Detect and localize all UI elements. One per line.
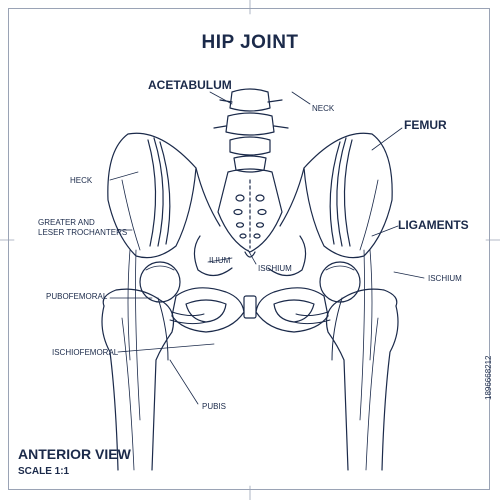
label-heck: HECK bbox=[70, 176, 93, 185]
label-neck: NECK bbox=[312, 104, 335, 113]
label-acetabulum: ACETABULUM bbox=[148, 78, 232, 92]
leader-lines bbox=[109, 91, 425, 405]
label-trochanters: GREATER AND LESER TROCHANTERS bbox=[38, 218, 128, 237]
view-caption: ANTERIOR VIEW bbox=[18, 446, 131, 462]
right-femur bbox=[325, 249, 399, 471]
right-ilium bbox=[303, 132, 393, 259]
diagram-title: HIP JOINT bbox=[201, 32, 299, 53]
ligament-bands bbox=[157, 297, 343, 361]
label-ischium-center: ISCHIUM bbox=[258, 264, 292, 273]
label-ischium-right: ISCHIUM bbox=[428, 274, 462, 283]
sacrum bbox=[217, 168, 283, 258]
lumbar-vertebrae bbox=[213, 88, 289, 173]
label-ischiofemoral: ISCHIOFEMORAL bbox=[52, 348, 119, 357]
label-ligaments: LIGAMENTS bbox=[398, 218, 469, 232]
label-ilium: ILIUM bbox=[209, 256, 231, 265]
hip-sockets bbox=[139, 261, 361, 303]
label-femur: FEMUR bbox=[404, 118, 447, 132]
label-pubofemoral: PUBOFEMORAL bbox=[46, 292, 108, 301]
label-pubis: PUBIS bbox=[202, 402, 227, 411]
diagram-frame bbox=[8, 8, 490, 490]
stock-id: 1896668212 bbox=[484, 355, 493, 401]
left-ilium bbox=[107, 132, 197, 259]
left-femur bbox=[101, 249, 175, 471]
pubis bbox=[171, 287, 329, 333]
scale-caption: SCALE 1:1 bbox=[18, 466, 70, 477]
pelvic-inner bbox=[193, 167, 307, 277]
